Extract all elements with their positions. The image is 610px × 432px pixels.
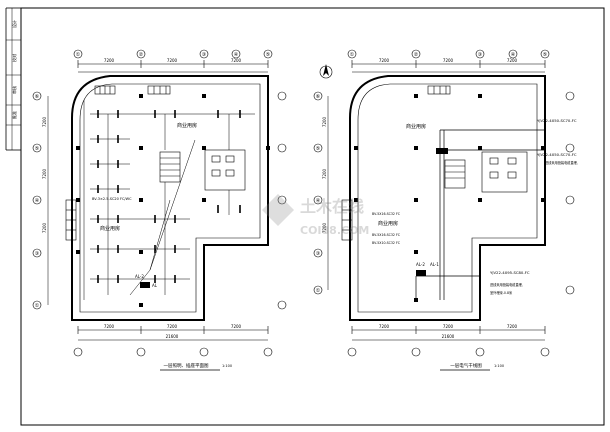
axis-label: ⑤ xyxy=(35,146,39,152)
stair-core xyxy=(444,151,528,193)
dimension-label: 7200 xyxy=(322,168,327,179)
distribution-panel xyxy=(416,270,426,276)
panel-label: AL xyxy=(152,283,158,288)
dimension-label: 7200 xyxy=(507,324,518,329)
riser-note: BV-5X10-SC32 FC xyxy=(372,241,401,245)
axis-bubbles-right xyxy=(565,91,575,295)
cable-note: BV-3×2.5-SC20 FC/WC xyxy=(92,197,132,201)
plan-title: 一层照明、插座平面图 xyxy=(164,362,209,369)
outdoor-note: 室外埋深-0.8米 xyxy=(490,290,513,295)
axis-bubbles-left: ⑥ ⑤ ④ ③ ① 7200 7200 7200 xyxy=(313,91,329,295)
outdoor-note: 进线采用铠装电缆直埋, xyxy=(490,282,523,287)
dimension-label: 7200 xyxy=(379,58,390,63)
dimension-overall: 21600 xyxy=(442,334,455,339)
dimension-bottom: 7200 7200 7200 21600 xyxy=(347,324,550,357)
room-label: 商业用房 xyxy=(378,220,398,227)
dimension-overall: 21600 xyxy=(166,334,179,339)
plan-trunk: 7200 7200 7200 ① ② ③ ④ ⑤ ⑥ ⑤ ④ ③ xyxy=(313,49,578,371)
panel-label: AL-1 xyxy=(430,262,439,267)
axis-label: ④ xyxy=(511,52,516,58)
structural-columns xyxy=(76,94,270,307)
watermark: 土木在线 COI88.COM xyxy=(262,194,369,237)
axis-label: ① xyxy=(76,52,81,58)
axis-label: ② xyxy=(139,52,144,58)
title-block-row: 审核 xyxy=(11,86,17,94)
room-label: 商业用房 xyxy=(177,122,197,129)
plan-title: 一层电气干线图 xyxy=(450,362,482,369)
dimension-label: 7200 xyxy=(443,324,454,329)
axis-label: ④ xyxy=(35,198,40,204)
panel-label: AL-2 xyxy=(416,262,425,267)
dimension-bottom: 7200 7200 7200 21600 xyxy=(73,324,273,357)
dimension-top: 7200 7200 7200 xyxy=(351,58,546,73)
axis-label: ③ xyxy=(35,251,39,257)
axis-label: ③ xyxy=(478,52,482,58)
axis-label: ② xyxy=(414,52,419,58)
window-blocks xyxy=(341,85,451,241)
title-block-row: 设计 xyxy=(11,20,17,28)
dimension-label: 7200 xyxy=(104,58,115,63)
watermark-domain: COI88.COM xyxy=(300,224,369,237)
dimension-label: 7200 xyxy=(322,116,327,127)
window-blocks xyxy=(65,85,171,241)
distribution-panel xyxy=(436,148,448,154)
sheet-border xyxy=(20,7,605,426)
plan-scale: 1:100 xyxy=(494,364,504,368)
axis-bubbles-top: ① ② ③ ④ ⑤ xyxy=(347,49,550,59)
title-block-row: 校对 xyxy=(11,54,17,62)
dimension-label: 7200 xyxy=(104,324,115,329)
dimension-label: 7200 xyxy=(167,58,178,63)
distribution-panel xyxy=(140,282,150,288)
plan-lighting: 7200 7200 7200 ① ② ③ ④ ⑤ ⑥ ⑤ ④ xyxy=(32,49,287,371)
axis-label: ① xyxy=(35,303,40,309)
dimension-label: 7200 xyxy=(167,324,178,329)
title-block: 设计 校对 审核 批准 xyxy=(5,7,21,151)
axis-bubbles-left: ⑥ ⑤ ④ ③ ① 7200 7200 7200 xyxy=(32,91,49,310)
dimension-top: 7200 7200 7200 xyxy=(77,58,269,73)
axis-label: ⑥ xyxy=(35,94,40,100)
stair-core xyxy=(159,149,246,191)
riser-note: BV-5X16-SC32 FC xyxy=(372,233,401,237)
outdoor-note: 进线采用铠装电缆直埋, xyxy=(545,160,578,165)
dimension-label: 7200 xyxy=(42,116,47,127)
axis-label: ④ xyxy=(316,198,321,204)
dimension-label: 7200 xyxy=(42,222,47,233)
axis-label: ③ xyxy=(316,251,320,257)
watermark-brand: 土木在线 xyxy=(300,197,364,216)
dimension-label: 7200 xyxy=(42,168,47,179)
trunk-cables xyxy=(415,129,545,300)
title-block-row: 批准 xyxy=(11,111,17,119)
building-outline xyxy=(71,75,269,321)
axis-label: ③ xyxy=(202,52,206,58)
axis-bubbles-top: ① ② ③ ④ ⑤ xyxy=(73,49,273,59)
axis-label: ⑥ xyxy=(316,94,321,100)
axis-label: ④ xyxy=(234,52,239,58)
dimension-label: 7200 xyxy=(231,324,242,329)
dimension-label: 7200 xyxy=(443,58,454,63)
wiring-lines xyxy=(83,100,255,300)
axis-label: ① xyxy=(350,52,355,58)
dimension-label: 7200 xyxy=(507,58,518,63)
dimension-label: 7200 xyxy=(379,324,390,329)
cable-note: YJV22-4X50-SC70-FC xyxy=(537,152,577,157)
cable-note: YJV22-4X95-SC80-FC xyxy=(490,270,530,275)
room-label: 商业用房 xyxy=(406,123,426,130)
cable-note: YJV22-4X50-SC70-FC xyxy=(537,118,577,123)
axis-label: ⑤ xyxy=(266,52,270,58)
panel-label: AL-2 xyxy=(135,274,144,279)
axis-label: ⑤ xyxy=(316,146,320,152)
dimension-label: 7200 xyxy=(231,58,242,63)
axis-label: ⑤ xyxy=(543,52,547,58)
riser-note: BV-5X16-SC32 FC xyxy=(372,212,401,216)
plan-scale: 1:100 xyxy=(222,364,232,368)
north-arrow-icon xyxy=(319,64,333,79)
watermark-logo-icon xyxy=(262,194,294,226)
room-label: 商业用房 xyxy=(100,225,120,232)
axis-label: ① xyxy=(316,288,321,294)
axis-bubbles-right xyxy=(277,91,287,310)
building-outline xyxy=(349,75,546,321)
dimension-label: 7200 xyxy=(322,222,327,233)
